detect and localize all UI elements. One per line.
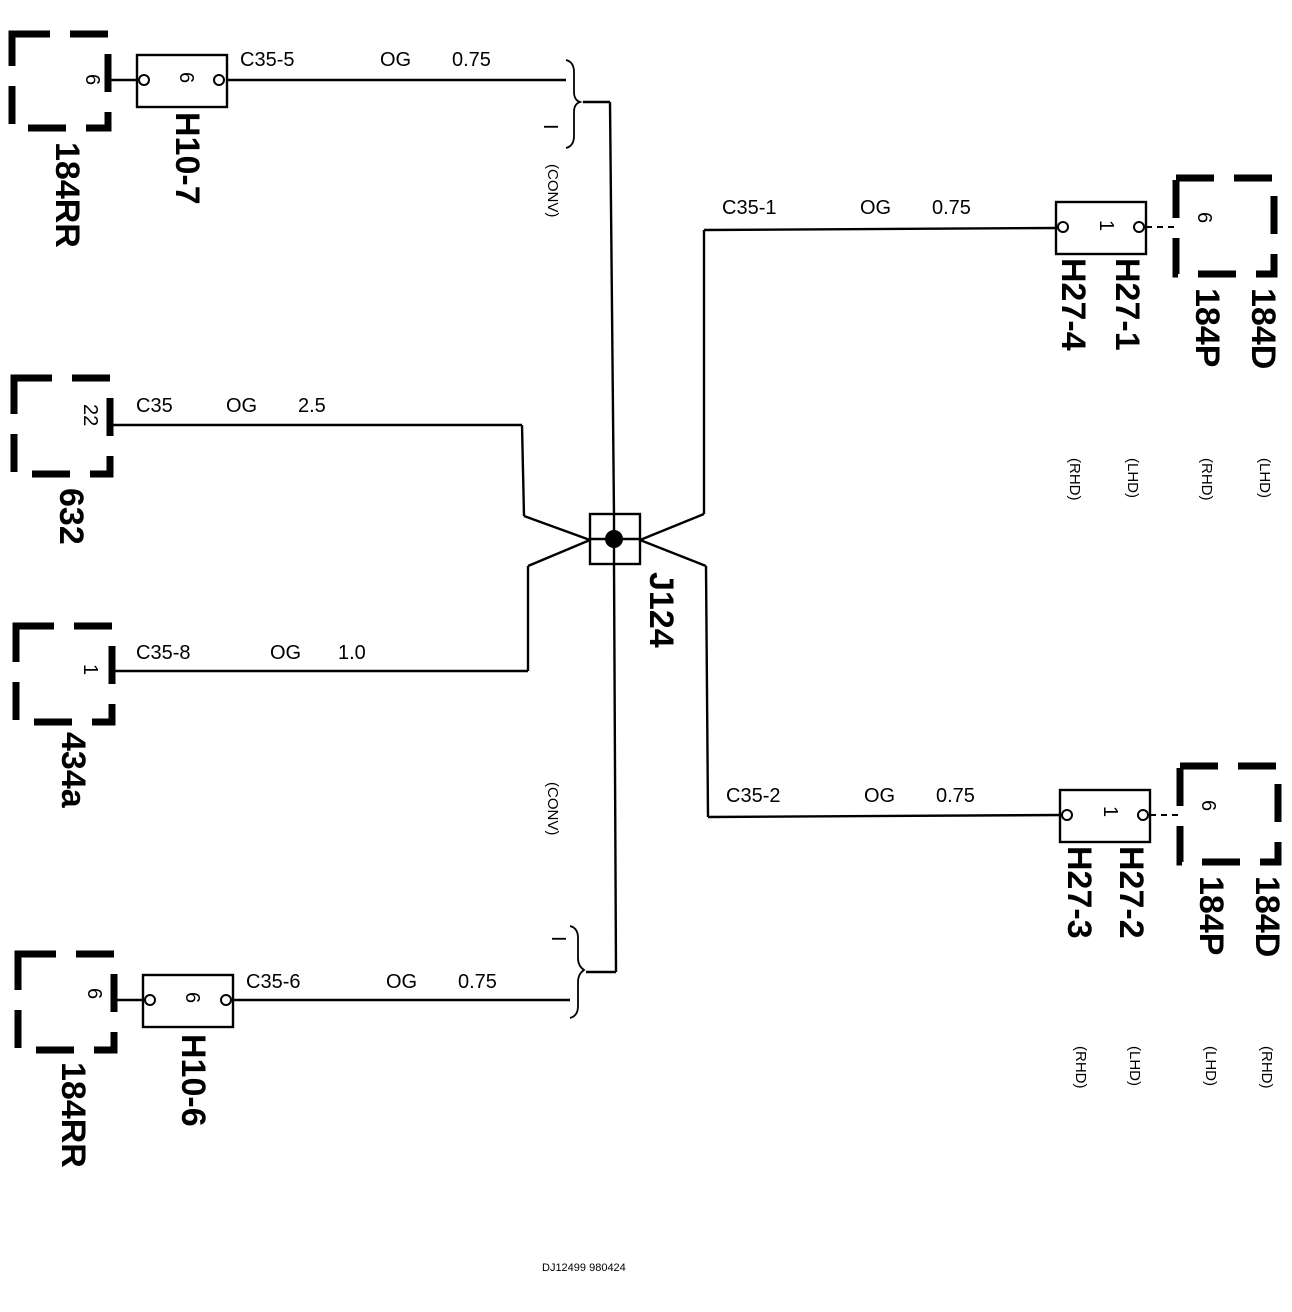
inline-h27-bottom-note: (LHD) [1126, 1046, 1143, 1086]
inline-h27-bottom-label: H27-2 [1112, 846, 1150, 939]
wire-c35-8-id: C35-8 [136, 642, 190, 664]
connector-632-pin: 22 [79, 404, 101, 426]
conv-top-mark: I [539, 124, 561, 130]
inline-h27-top-label: H27-1 [1108, 258, 1146, 351]
inline-h27-top-note: (LHD) [1124, 458, 1141, 498]
wire-c35-5-id: C35-5 [240, 49, 294, 71]
wire-c35-6-color: OG [386, 971, 417, 993]
connector-184d-bottom-pin: 6 [1197, 800, 1219, 811]
connector-184d-bottom-sub-label: 184P [1192, 876, 1230, 955]
wire-c35-5-labels: C35-5 OG 0.75 [240, 49, 491, 71]
conv-brace-bottom: (CONV) I [544, 782, 616, 1019]
wire-c35-2-color: OG [864, 785, 895, 807]
connector-184d-bottom-sub-note: (LHD) [1202, 1046, 1219, 1086]
wire-c35-2-id: C35-2 [726, 785, 780, 807]
inline-h27-top-alt-note: (RHD) [1066, 458, 1083, 501]
wire-c35-5-size: 0.75 [452, 49, 491, 71]
connector-632: 22 632 [10, 374, 114, 545]
wire-c35-2-size: 0.75 [936, 785, 975, 807]
connector-184rr-bottom-pin: 6 [83, 988, 105, 999]
inline-h27-top-pin: 1 [1095, 220, 1117, 231]
wire-c35-6-id: C35-6 [246, 971, 300, 993]
wire-c35-labels: C35 OG 2.5 [136, 395, 326, 417]
conv-top-label: (CONV) [544, 164, 561, 217]
connector-632-label: 632 [52, 488, 90, 545]
splice-j124: J124 [588, 512, 680, 648]
connector-184d-top-pin: 6 [1193, 212, 1215, 223]
connector-184rr-top: 6 184RR [8, 30, 112, 248]
connector-184d-bottom: 6 184D 184P (RHD) (LHD) [1176, 762, 1286, 1089]
wire-c35-size: 2.5 [298, 395, 326, 417]
inline-h27-bottom-alt-note: (RHD) [1072, 1046, 1089, 1089]
connector-184d-bottom-label: 184D [1248, 876, 1286, 957]
connector-184d-bottom-note: (RHD) [1258, 1046, 1275, 1089]
inline-h10-6-label: H10-6 [174, 1034, 212, 1127]
connector-434a: 1 434a [12, 622, 116, 809]
connector-184rr-top-pin: 6 [81, 74, 103, 85]
wire-c35-6-size: 0.75 [458, 971, 497, 993]
connector-184rr-bottom: 6 184RR [14, 950, 118, 1168]
inline-h10-6-pin: 6 [181, 992, 203, 1003]
wire-c35-5-color: OG [380, 49, 411, 71]
diagram-code: DJ12499 980424 [542, 1262, 626, 1274]
inline-h27-bottom-alt-label: H27-3 [1060, 846, 1098, 939]
connector-184rr-top-label: 184RR [48, 142, 86, 248]
inline-h10-7-pin: 6 [175, 72, 197, 83]
wire-c35-8-labels: C35-8 OG 1.0 [136, 642, 366, 664]
inline-h27-bottom: 1 H27-2 H27-3 (LHD) (RHD) [1058, 788, 1152, 1089]
inline-h10-7-label: H10-7 [168, 112, 206, 205]
wire-c35-2-labels: C35-2 OG 0.75 [726, 785, 975, 807]
wire-c35-id: C35 [136, 395, 173, 417]
conv-brace-top: I (CONV) [539, 59, 610, 217]
wire-c35-1-id: C35-1 [722, 197, 776, 219]
wire-c35-6-labels: C35-6 OG 0.75 [246, 971, 497, 993]
wire-c35-1-labels: C35-1 OG 0.75 [722, 197, 971, 219]
inline-h27-top-alt-label: H27-4 [1054, 258, 1092, 351]
connector-184d-top-label: 184D [1244, 288, 1282, 369]
connector-434a-pin: 1 [79, 664, 101, 675]
inline-h27-top: 1 H27-1 H27-4 (LHD) (RHD) [1054, 200, 1148, 501]
connector-184d-top: 6 184D 184P (LHD) (RHD) [1172, 174, 1282, 501]
inline-h27-bottom-pin: 1 [1099, 806, 1121, 817]
wire-c35-8-color: OG [270, 642, 301, 664]
connector-184rr-bottom-label: 184RR [54, 1062, 92, 1168]
connector-184d-top-sub-label: 184P [1188, 288, 1226, 367]
connector-184d-top-sub-note: (RHD) [1198, 458, 1215, 501]
connector-184d-top-note: (LHD) [1256, 458, 1273, 498]
conv-bottom-mark: I [547, 936, 569, 942]
inline-h10-6: 6 H10-6 [141, 973, 235, 1127]
conv-bottom-label: (CONV) [544, 782, 561, 835]
connector-434a-label: 434a [54, 732, 92, 809]
inline-h10-7: 6 H10-7 [135, 53, 229, 205]
wire-c35-1-color: OG [860, 197, 891, 219]
splice-j124-label: J124 [642, 572, 680, 648]
wire-c35-8-size: 1.0 [338, 642, 366, 664]
wire-c35-color: OG [226, 395, 257, 417]
wire-c35-1-size: 0.75 [932, 197, 971, 219]
